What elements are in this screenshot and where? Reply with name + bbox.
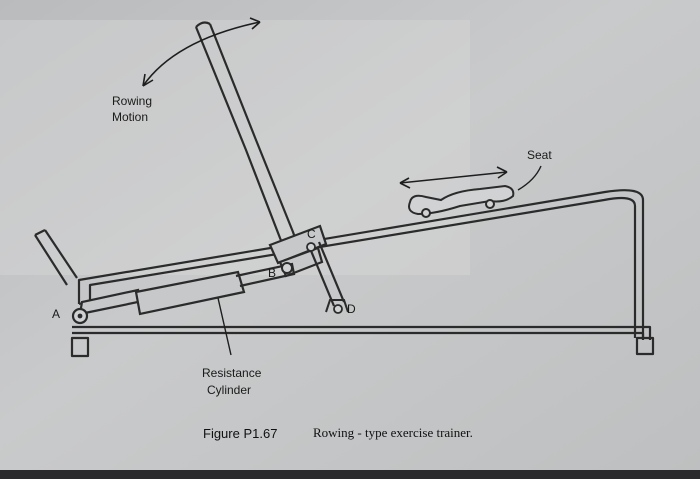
rowing-motion-arrow	[142, 17, 261, 87]
seat-leader-line	[517, 165, 542, 191]
joint-a-pin	[77, 313, 83, 319]
resistance-label-line2: Cylinder	[207, 383, 251, 397]
foot-rest	[34, 229, 78, 286]
resistance-cylinder	[78, 262, 296, 316]
joint-c	[306, 242, 316, 252]
point-c-label: C	[307, 227, 316, 241]
point-b-label: B	[268, 266, 276, 280]
resistance-leader-line	[217, 297, 232, 356]
seat-motion-arrow	[399, 166, 508, 189]
resistance-label-line1: Resistance	[202, 366, 262, 380]
joint-d-bracket	[325, 299, 349, 313]
joint-b	[281, 262, 293, 274]
faded-photo-area	[0, 20, 470, 275]
joint-d	[333, 304, 343, 314]
point-d-label: D	[347, 302, 356, 316]
point-a-label: A	[52, 307, 60, 321]
page-shadow-bottom	[0, 470, 700, 479]
figure-title: Rowing - type exercise trainer.	[313, 425, 473, 440]
seat	[408, 184, 515, 218]
rowing-label-line1: Rowing	[112, 94, 152, 108]
link-cd	[307, 241, 346, 307]
rowing-label-line2: Motion	[112, 110, 148, 124]
seat-label: Seat	[527, 148, 552, 162]
figure-number: Figure P1.67	[203, 426, 277, 441]
